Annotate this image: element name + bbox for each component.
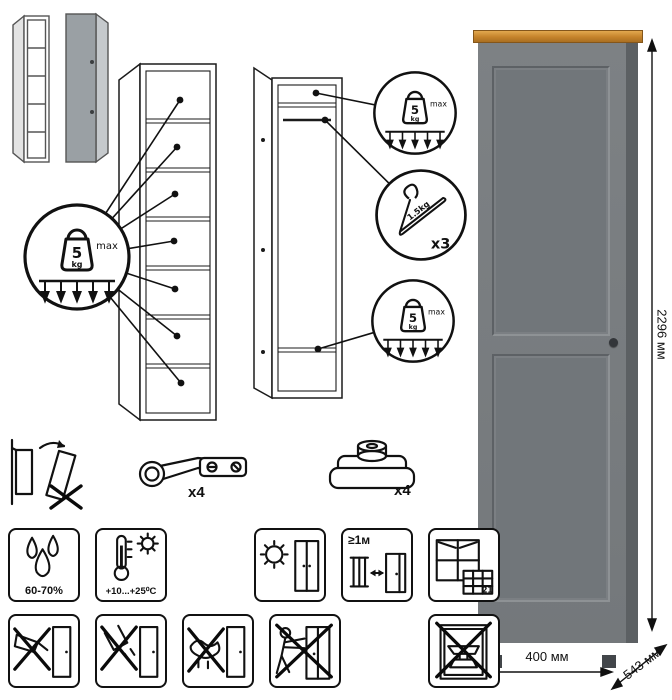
width-dimension-label: 400 мм (525, 649, 569, 664)
sun-wardrobe-icon (259, 540, 320, 592)
mini-cabinet-gray-icon (65, 12, 109, 164)
wardrobe-door (478, 42, 626, 643)
door-panel-bottom (492, 354, 610, 602)
hanger-count-label: x3 (431, 236, 450, 252)
hinge-icon (138, 456, 248, 488)
no-wet-cloth-icon (187, 626, 246, 678)
foot-icon (328, 439, 416, 490)
wardrobe-foot-right (602, 655, 616, 668)
top-shelf-load-badge: 5 kg max (372, 70, 458, 156)
temperature-value: +10...+25⁰C (105, 586, 157, 597)
no-sharp-tools-warning (8, 614, 80, 688)
anti-tip-icon (10, 438, 83, 510)
no-liquids-warning (95, 614, 167, 688)
svg-text:max: max (430, 100, 447, 109)
svg-text:kg: kg (411, 116, 420, 123)
sunlight-condition (254, 528, 326, 602)
shelf-leader-dots (170, 96, 185, 387)
weight-limit-icon: 5 kg max (371, 279, 455, 363)
svg-text:5: 5 (409, 311, 417, 325)
heater-distance-icon (349, 552, 407, 594)
thermometer-icon (113, 532, 159, 582)
shelf-load-badge-main: 5 kg max (22, 202, 132, 312)
door-knob (609, 338, 618, 347)
water-drops-icon (26, 534, 59, 578)
hinge-count-label: x4 (188, 484, 205, 501)
no-overload-warning (428, 614, 500, 688)
no-pushing-icon (275, 623, 333, 680)
height-dimension-label: 2296 мм (654, 309, 670, 360)
wardrobe-render (473, 30, 643, 668)
ventilation-condition: 21 (428, 528, 500, 602)
wardrobe-wireframe (253, 66, 343, 400)
bottom-shelf-load-badge: 5 kg max (370, 278, 456, 364)
load-max-label: max (96, 241, 118, 252)
hanger-load-badge: 1.5kg x3 (374, 168, 468, 262)
no-pushing-warning (269, 614, 341, 688)
wardrobe-side (626, 42, 638, 643)
wardrobe-top-board (473, 30, 643, 43)
weight-limit-icon: 5 kg max (373, 71, 457, 155)
anti-tip-warning (6, 434, 92, 514)
distance-value: ≥1м (348, 533, 371, 547)
dimension-arrows (477, 37, 668, 691)
calendar-day-label: 21 (482, 585, 493, 594)
wardrobe-body (478, 42, 638, 668)
humidity-condition: 60-70% (8, 528, 80, 602)
no-liquids-icon (100, 624, 159, 678)
hanger-icon: 1.5kg x3 (375, 169, 467, 261)
foot-hardware: x4 (318, 432, 434, 510)
door-panel-top (492, 66, 610, 336)
no-anvil-icon (435, 621, 492, 680)
svg-text:kg: kg (409, 324, 418, 331)
foot-count-label: x4 (394, 482, 411, 499)
no-wet-cloth-warning (182, 614, 254, 688)
shelf-cabinet-wireframe (118, 62, 217, 422)
mini-cabinet-open-icon (12, 14, 50, 164)
svg-text:5: 5 (411, 103, 419, 117)
hinge-hardware: x4 (126, 436, 272, 512)
load-kg-unit: kg (71, 260, 82, 269)
load-kg-value: 5 (72, 244, 82, 262)
weight-limit-icon: 5 kg max (23, 203, 131, 311)
wardrobe-leader-dots (312, 89, 329, 353)
humidity-value: 60-70% (25, 585, 63, 597)
window-calendar-icon: 21 (435, 539, 494, 595)
svg-text:max: max (428, 308, 445, 317)
distance-condition: ≥1м (341, 528, 413, 602)
no-sharp-tools-icon (13, 626, 72, 678)
temperature-condition: +10...+25⁰C (95, 528, 167, 602)
